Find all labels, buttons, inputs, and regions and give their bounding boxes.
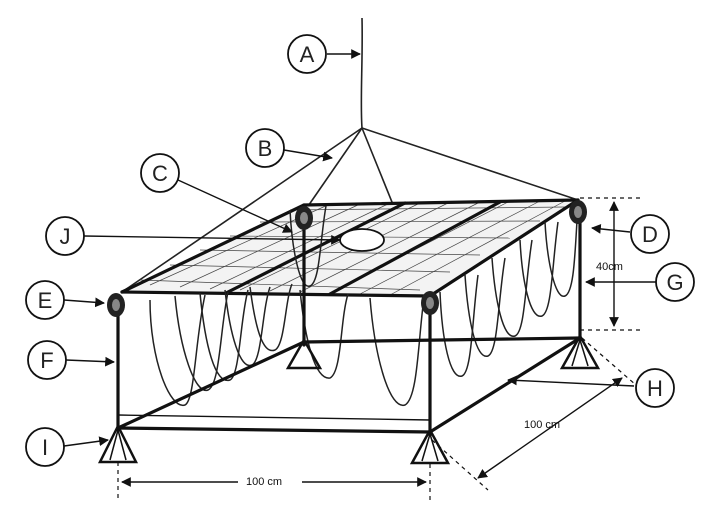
callout-D: D (630, 214, 670, 254)
callout-G: G (655, 262, 695, 302)
callout-D-label: D (642, 222, 658, 247)
tripod-feet (97, 333, 601, 465)
callout-J-label: J (60, 224, 71, 249)
height-dimension: 40cm (580, 197, 640, 331)
callout-B: B (245, 128, 285, 168)
callout-I: I (25, 427, 65, 467)
callout-J: J (45, 216, 85, 256)
callout-G-label: G (666, 270, 683, 295)
callout-leaders (63, 49, 656, 447)
front-width-dimension: 100 cm (117, 462, 431, 500)
callout-H: H (635, 368, 675, 408)
vertical-posts (116, 206, 582, 437)
callout-I-label: I (42, 435, 48, 460)
bottom-frame (116, 336, 582, 434)
callout-E-label: E (38, 288, 53, 313)
callout-B-label: B (258, 136, 273, 161)
callout-E: E (25, 280, 65, 320)
callout-F-label: F (40, 348, 53, 373)
callout-F: F (27, 340, 67, 380)
callout-H-label: H (647, 376, 663, 401)
callout-C: C (140, 153, 180, 193)
callout-C-label: C (152, 161, 168, 186)
central-opening (339, 228, 385, 252)
callout-A: A (287, 34, 327, 74)
pulley-wheels (107, 200, 587, 317)
height-label: 40cm (596, 261, 623, 273)
callout-A-label: A (300, 42, 315, 67)
side-depth-dimension: 100 cm (431, 337, 637, 491)
front-width-label: 100 cm (246, 476, 282, 488)
side-depth-label: 100 cm (524, 419, 560, 431)
